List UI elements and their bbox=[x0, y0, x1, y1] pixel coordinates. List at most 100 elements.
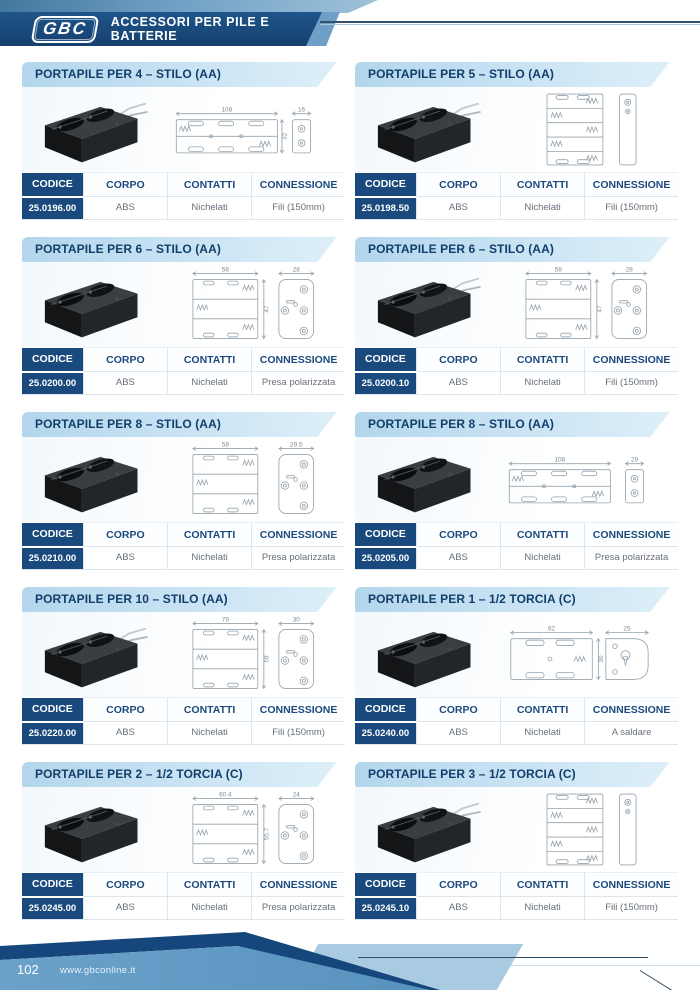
col-header-corpo: CORPO bbox=[82, 347, 168, 372]
cell-codice: 25.0196.00 bbox=[22, 196, 84, 220]
cell-contatti: Nichelati bbox=[166, 896, 252, 920]
product-section: PORTAPILE PER 2 – 1/2 TORCIA (C) bbox=[22, 762, 345, 920]
col-header-connessione: CONNESSIONE bbox=[251, 172, 345, 197]
col-header-connessione: CONNESSIONE bbox=[584, 522, 678, 547]
technical-drawing bbox=[490, 788, 678, 871]
spec-header-row: CODICE CORPO CONTATTI CONNESSIONE bbox=[22, 697, 345, 723]
svg-text:108: 108 bbox=[222, 106, 233, 113]
svg-text:16: 16 bbox=[298, 106, 306, 113]
svg-text:60.4: 60.4 bbox=[219, 791, 232, 798]
product-title-banner: PORTAPILE PER 1 – 1/2 TORCIA (C) bbox=[355, 587, 678, 612]
spec-table: CODICE CORPO CONTATTI CONNESSIONE 25.020… bbox=[355, 522, 678, 570]
spec-data-row: 25.0245.10 ABS Nichelati Fili (150mm) bbox=[355, 896, 678, 920]
svg-text:79: 79 bbox=[222, 616, 230, 623]
battery-holder-photo bbox=[44, 806, 138, 862]
cell-contatti: Nichelati bbox=[499, 896, 585, 920]
product-title-banner: PORTAPILE PER 8 – STILO (AA) bbox=[22, 412, 345, 437]
cell-codice: 25.0200.10 bbox=[355, 371, 417, 395]
cell-contatti: Nichelati bbox=[166, 546, 252, 570]
cell-corpo: ABS bbox=[82, 371, 168, 395]
svg-text:29: 29 bbox=[631, 456, 639, 463]
col-header-connessione: CONNESSIONE bbox=[251, 697, 345, 722]
col-header-connessione: CONNESSIONE bbox=[584, 347, 678, 372]
col-header-connessione: CONNESSIONE bbox=[584, 172, 678, 197]
product-section: PORTAPILE PER 8 – STILO (AA) bbox=[355, 412, 678, 570]
col-header-contatti: CONTATTI bbox=[166, 347, 252, 372]
cell-contatti: Nichelati bbox=[166, 196, 252, 220]
spec-data-row: 25.0210.00 ABS Nichelati Presa polarizza… bbox=[22, 546, 345, 570]
svg-text:58: 58 bbox=[222, 266, 230, 273]
website-url[interactable]: www.gbconline.it bbox=[60, 965, 136, 976]
spec-table: CODICE CORPO CONTATTI CONNESSIONE 25.024… bbox=[355, 697, 678, 745]
cell-codice: 25.0205.00 bbox=[355, 546, 417, 570]
footer-diagonal-line bbox=[639, 970, 700, 990]
col-header-corpo: CORPO bbox=[415, 522, 501, 547]
cell-connessione: Fili (150mm) bbox=[584, 371, 678, 395]
product-title: PORTAPILE PER 1 – 1/2 TORCIA (C) bbox=[368, 592, 576, 606]
spec-table: CODICE CORPO CONTATTI CONNESSIONE 25.021… bbox=[22, 522, 345, 570]
product-title-banner: PORTAPILE PER 3 – 1/2 TORCIA (C) bbox=[355, 762, 678, 787]
col-header-codice: CODICE bbox=[355, 522, 417, 548]
battery-holder-photo bbox=[377, 277, 481, 337]
col-header-contatti: CONTATTI bbox=[166, 872, 252, 897]
product-content bbox=[355, 87, 678, 172]
spec-header-row: CODICE CORPO CONTATTI CONNESSIONE bbox=[355, 697, 678, 723]
technical-drawing: 108 16 32 bbox=[157, 88, 345, 171]
battery-holder-photo bbox=[44, 627, 148, 687]
col-header-corpo: CORPO bbox=[82, 697, 168, 722]
col-header-connessione: CONNESSIONE bbox=[584, 872, 678, 897]
col-header-connessione: CONNESSIONE bbox=[584, 697, 678, 722]
svg-text:25: 25 bbox=[623, 625, 631, 632]
svg-text:28: 28 bbox=[626, 266, 634, 273]
col-header-contatti: CONTATTI bbox=[499, 172, 585, 197]
technical-drawing-svg: 108 16 32 bbox=[175, 106, 312, 154]
col-header-contatti: CONTATTI bbox=[499, 522, 585, 547]
cell-connessione: Fili (150mm) bbox=[251, 196, 345, 220]
spec-table: CODICE CORPO CONTATTI CONNESSIONE 25.024… bbox=[355, 872, 678, 920]
battery-holder-photo bbox=[377, 456, 471, 512]
battery-holder-photo bbox=[44, 456, 138, 512]
cell-connessione: Fili (150mm) bbox=[584, 196, 678, 220]
product-section: PORTAPILE PER 1 – 1/2 TORCIA (C) bbox=[355, 587, 678, 745]
product-section: PORTAPILE PER 3 – 1/2 TORCIA (C) bbox=[355, 762, 678, 920]
product-title-banner: PORTAPILE PER 6 – STILO (AA) bbox=[355, 237, 678, 262]
battery-holder-photo bbox=[377, 102, 481, 162]
spec-data-row: 25.0240.00 ABS Nichelati A saldare bbox=[355, 721, 678, 745]
cell-contatti: Nichelati bbox=[499, 546, 585, 570]
col-header-connessione: CONNESSIONE bbox=[251, 872, 345, 897]
cell-contatti: Nichelati bbox=[166, 371, 252, 395]
battery-holder-photo bbox=[377, 802, 481, 862]
spec-header-row: CODICE CORPO CONTATTI CONNESSIONE bbox=[22, 172, 345, 198]
cell-corpo: ABS bbox=[415, 371, 501, 395]
col-header-corpo: CORPO bbox=[82, 172, 168, 197]
col-header-connessione: CONNESSIONE bbox=[251, 522, 345, 547]
col-header-corpo: CORPO bbox=[82, 872, 168, 897]
spec-header-row: CODICE CORPO CONTATTI CONNESSIONE bbox=[355, 347, 678, 373]
header-title: ACCESSORI PER PILE E BATTERIE bbox=[110, 15, 270, 43]
cell-contatti: Nichelati bbox=[166, 721, 252, 745]
gbc-logo: GBC bbox=[31, 16, 100, 43]
svg-text:62: 62 bbox=[548, 625, 556, 632]
product-title: PORTAPILE PER 3 – 1/2 TORCIA (C) bbox=[368, 767, 576, 781]
spec-table: CODICE CORPO CONTATTI CONNESSIONE 25.024… bbox=[22, 872, 345, 920]
cell-codice: 25.0210.00 bbox=[22, 546, 84, 570]
svg-text:29.5: 29.5 bbox=[290, 441, 303, 448]
product-content: 108 16 32 bbox=[22, 87, 345, 172]
cell-connessione: Presa polarizzata bbox=[251, 896, 345, 920]
cell-corpo: ABS bbox=[82, 196, 168, 220]
cell-corpo: ABS bbox=[415, 196, 501, 220]
svg-text:32: 32 bbox=[281, 132, 288, 140]
cell-connessione: Fili (150mm) bbox=[584, 896, 678, 920]
col-header-codice: CODICE bbox=[355, 347, 417, 373]
